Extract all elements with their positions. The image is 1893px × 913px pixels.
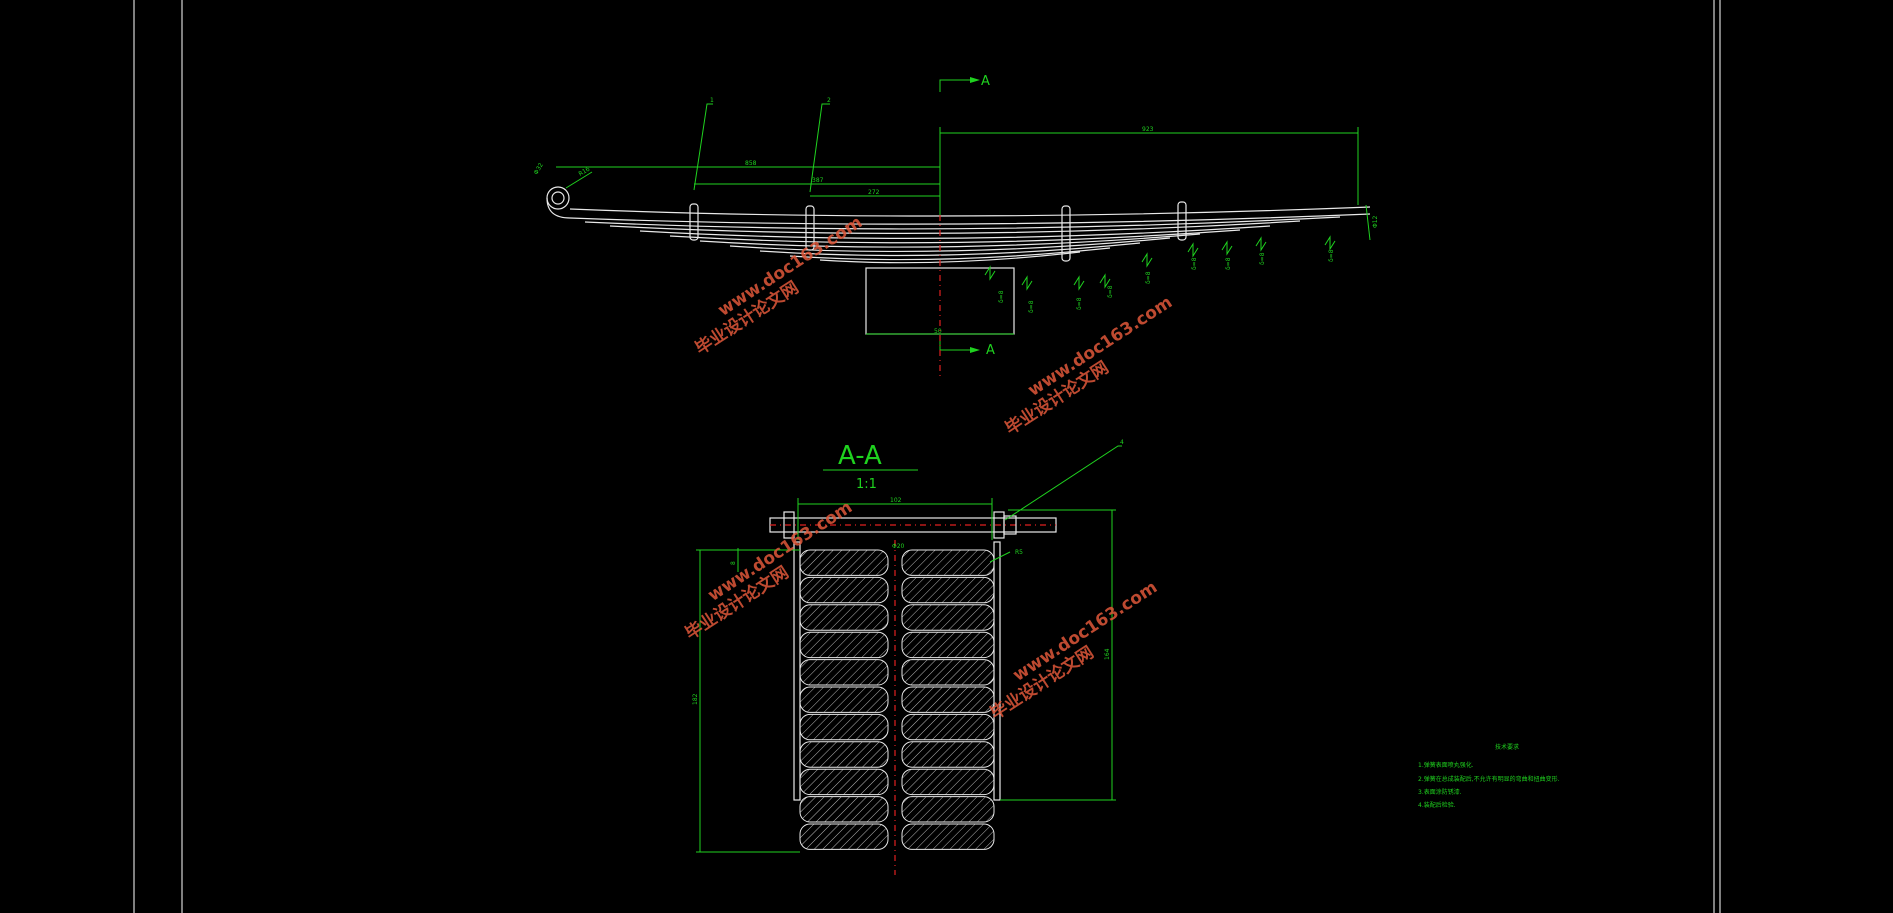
leaf-spring-elevation: A A (533, 74, 1379, 378)
dim-sec-gap: 8 (730, 561, 737, 565)
leaf-label-3: δ=8 (1076, 297, 1083, 310)
dim-eye-dia: Φ32 (533, 162, 545, 176)
section-leaf (799, 659, 889, 686)
dim-387: 387 (812, 177, 824, 184)
section-dimensions: 102 Φ20 182 164 8 R5 4 (692, 439, 1124, 853)
leaf-label-2: δ=8 (1028, 300, 1035, 313)
dim-sec-inner: Φ20 (892, 543, 905, 550)
section-title: A-A (838, 441, 882, 471)
leaf-label-4: δ=8 (1107, 285, 1114, 298)
section-label-bottom: A (986, 343, 995, 358)
section-leaf (901, 741, 995, 768)
balloon-4: 4 (1120, 439, 1124, 446)
leaf-label-8: δ=8 (1259, 252, 1266, 265)
leaf-label-6: δ=8 (1191, 257, 1198, 270)
drawing-frame (133, 0, 1721, 913)
dim-923: 923 (1142, 126, 1154, 133)
dim-center-bolt: 50 (934, 328, 942, 335)
leaf-label-7: δ=8 (1225, 257, 1232, 270)
tech-notes-title: 技术要求 (1495, 743, 1519, 751)
dim-sec-width: 102 (890, 497, 902, 504)
section-leaf (799, 576, 889, 604)
section-leaf (799, 823, 889, 850)
section-leaf (799, 768, 889, 796)
section-leaf (799, 713, 889, 741)
section-leaf (901, 823, 995, 850)
leaf-thickness-labels: δ=8 δ=8 δ=8 δ=8 δ=8 δ=8 δ=8 δ=8 δ=8 (984, 235, 1336, 313)
balloon-1: 1 (710, 97, 714, 104)
section-leaf (901, 796, 995, 823)
leaf-label-9: δ=8 (1328, 249, 1335, 262)
section-leaf (901, 549, 995, 576)
section-leaf (901, 713, 995, 741)
rebound-clips (689, 201, 1187, 262)
section-leaf (799, 604, 889, 631)
watermark-url: www.doc163.com (1024, 292, 1176, 400)
section-marker-bottom: A (939, 338, 995, 358)
part-balloons-elevation: 1 2 (693, 97, 831, 193)
dim-sec-left-height: 182 (692, 693, 699, 705)
spring-eye (546, 186, 570, 210)
section-scale: 1:1 (856, 477, 877, 492)
dim-right-end: Φ12 (1372, 215, 1379, 228)
section-marker-top: A (939, 74, 990, 92)
tech-note-3: 3.表面涂防锈漆. (1418, 788, 1462, 796)
section-leaf (799, 796, 889, 823)
watermark-url: www.doc163.com (1009, 577, 1161, 685)
section-leaf (901, 659, 995, 686)
tech-note-1: 1.弹簧表面喷丸强化. (1418, 761, 1474, 769)
section-leaf (901, 768, 995, 796)
balloon-2: 2 (827, 97, 831, 104)
section-leaf (901, 686, 995, 713)
section-leaf (901, 576, 995, 604)
section-leaf-stack (799, 549, 995, 850)
section-leaf (901, 604, 995, 631)
section-leaf (799, 549, 889, 576)
dim-sec-lead: R5 (1015, 549, 1023, 556)
section-label-top: A (981, 74, 990, 89)
section-leaf (799, 686, 889, 713)
section-view-a-a: A-A 1:1 102 Φ20 182 (692, 439, 1124, 875)
center-seat: 50 (865, 267, 1015, 335)
leaf-label-5: δ=8 (1145, 271, 1152, 284)
dim-858: 858 (745, 160, 757, 167)
tech-note-2: 2.弹簧在总成装配后,不允许有明显的弯曲和扭曲变形. (1418, 775, 1560, 783)
top-dimensions: 858 387 272 923 Φ32 R16 Φ12 (533, 126, 1379, 241)
section-leaf (799, 631, 889, 659)
dim-272: 272 (868, 189, 880, 196)
section-leaf (901, 631, 995, 659)
spring-leaves (569, 206, 1371, 264)
tech-note-4: 4.装配后检验. (1418, 801, 1456, 809)
leaf-label-1: δ=8 (998, 290, 1005, 303)
dim-sec-right-height: 164 (1104, 648, 1111, 660)
technical-requirements: 技术要求 1.弹簧表面喷丸强化. 2.弹簧在总成装配后,不允许有明显的弯曲和扭曲… (1418, 743, 1560, 809)
section-leaf (799, 741, 889, 768)
